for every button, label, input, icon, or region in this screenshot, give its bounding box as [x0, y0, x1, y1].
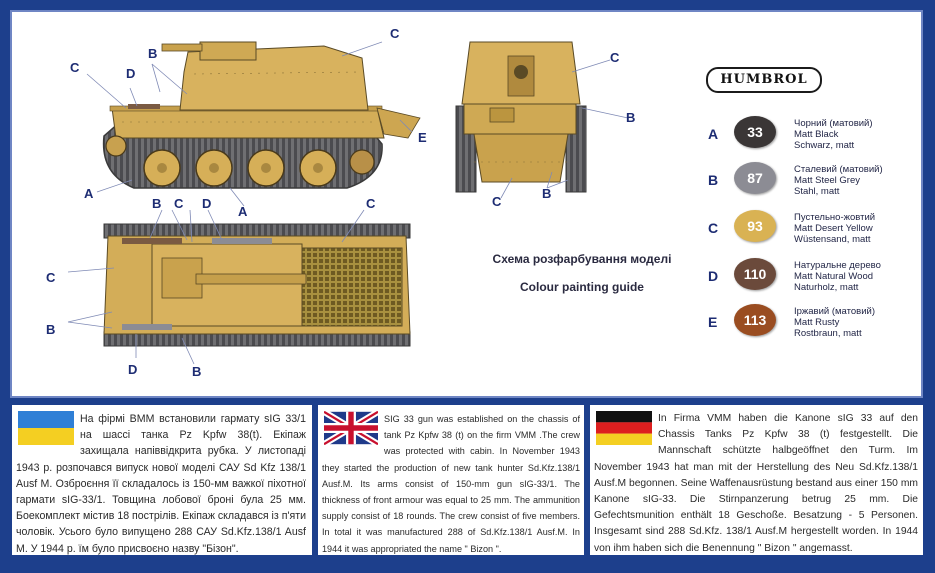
germany-flag-icon	[596, 411, 652, 445]
color-name-de: Wüstensand, matt	[794, 234, 871, 245]
callout-side-d: D	[126, 66, 136, 81]
callout-front-b-lower: B	[542, 186, 552, 201]
callout-top-c-right: C	[366, 196, 376, 211]
callout-side-a-lower: A	[238, 204, 248, 219]
color-swatch: 87	[734, 162, 776, 194]
callout-front-c-lower: C	[492, 194, 502, 209]
color-letter: B	[708, 172, 719, 188]
color-letter: E	[708, 314, 718, 330]
color-description: Пустельно-жовтий Matt Desert Yellow Wüst…	[794, 212, 924, 245]
color-letter: A	[708, 126, 719, 142]
color-name-ua: Натуральне дерево	[794, 260, 881, 271]
text-german-content: In Firma VMM haben die Kanone sIG 33 auf…	[594, 413, 918, 554]
history-text-band: На фірмі ВММ встановили гармату sIG 33/1…	[0, 400, 935, 573]
front-view	[455, 41, 629, 199]
humbrol-logo: HUMBROL	[706, 67, 822, 93]
color-description: Натуральне дерево Matt Natural Wood Natu…	[794, 260, 924, 293]
guide-title-english: Colour painting guide	[520, 280, 644, 294]
vehicle-drawings	[67, 41, 629, 365]
callout-side-c-upper: C	[390, 26, 400, 41]
painting-guide-panel: C D B C E A A C B B C B C D C C B D B Сх…	[10, 10, 923, 398]
top-view	[67, 209, 411, 365]
color-name-en: Matt Natural Wood	[794, 271, 874, 282]
text-ukrainian: На фірмі ВММ встановили гармату sIG 33/1…	[16, 411, 306, 557]
color-swatch: 33	[734, 116, 776, 148]
color-swatch: 113	[734, 304, 776, 336]
callout-side-a: A	[84, 186, 94, 201]
callout-top-d: D	[202, 196, 212, 211]
text-english: SIG 33 gun was established on the chassi…	[322, 411, 580, 557]
callout-side-c: C	[70, 60, 80, 75]
callout-top-b-bottom: B	[192, 364, 202, 379]
color-swatch: 110	[734, 258, 776, 290]
color-letter: D	[708, 268, 719, 284]
color-name-de: Stahl, matt	[794, 186, 840, 197]
callout-side-e: E	[418, 130, 427, 145]
guide-title-ukrainian: Схема розфарбування моделі	[492, 252, 672, 266]
color-name-ua: Чорний (матовий)	[794, 118, 873, 129]
color-name-ua: Іржавий (матовий)	[794, 306, 875, 317]
callout-top-c-left: C	[46, 270, 56, 285]
text-block-ukrainian: На фірмі ВММ встановили гармату sIG 33/1…	[12, 405, 312, 555]
callout-top-b-left: B	[46, 322, 56, 337]
callout-front-b: B	[626, 110, 636, 125]
color-description: Чорний (матовий) Matt Black Schwarz, mat…	[794, 118, 924, 151]
color-name-en: Matt Desert Yellow	[794, 223, 873, 234]
callout-top-d-bottom: D	[128, 362, 138, 377]
callout-top-c: C	[174, 196, 184, 211]
color-letter: C	[708, 220, 719, 236]
uk-flag-icon	[324, 411, 378, 445]
callout-side-b: B	[148, 46, 158, 61]
color-swatch: 93	[734, 210, 776, 242]
text-english-content: SIG 33 gun was established on the chassi…	[322, 414, 580, 554]
color-description: Сталевий (матовий) Matt Steel Grey Stahl…	[794, 164, 924, 197]
color-name-de: Rostbraun, matt	[794, 328, 862, 339]
color-name-en: Matt Steel Grey	[794, 175, 860, 186]
side-view	[86, 41, 421, 207]
text-german: In Firma VMM haben die Kanone sIG 33 auf…	[594, 411, 918, 557]
color-name-ua: Сталевий (матовий)	[794, 164, 883, 175]
color-name-ua: Пустельно-жовтий	[794, 212, 876, 223]
color-name-de: Naturholz, matt	[794, 282, 859, 293]
text-block-english: SIG 33 gun was established on the chassi…	[318, 405, 584, 555]
ukraine-flag-icon	[18, 411, 74, 445]
callout-top-b: B	[152, 196, 162, 211]
color-name-de: Schwarz, matt	[794, 140, 855, 151]
text-ukrainian-content: На фірмі ВММ встановили гармату sIG 33/1…	[16, 413, 306, 555]
color-name-en: Matt Rusty	[794, 317, 840, 328]
color-name-en: Matt Black	[794, 129, 839, 140]
callout-front-c: C	[610, 50, 620, 65]
text-block-german: In Firma VMM haben die Kanone sIG 33 auf…	[590, 405, 923, 555]
color-description: Іржавий (матовий) Matt Rusty Rostbraun, …	[794, 306, 924, 339]
